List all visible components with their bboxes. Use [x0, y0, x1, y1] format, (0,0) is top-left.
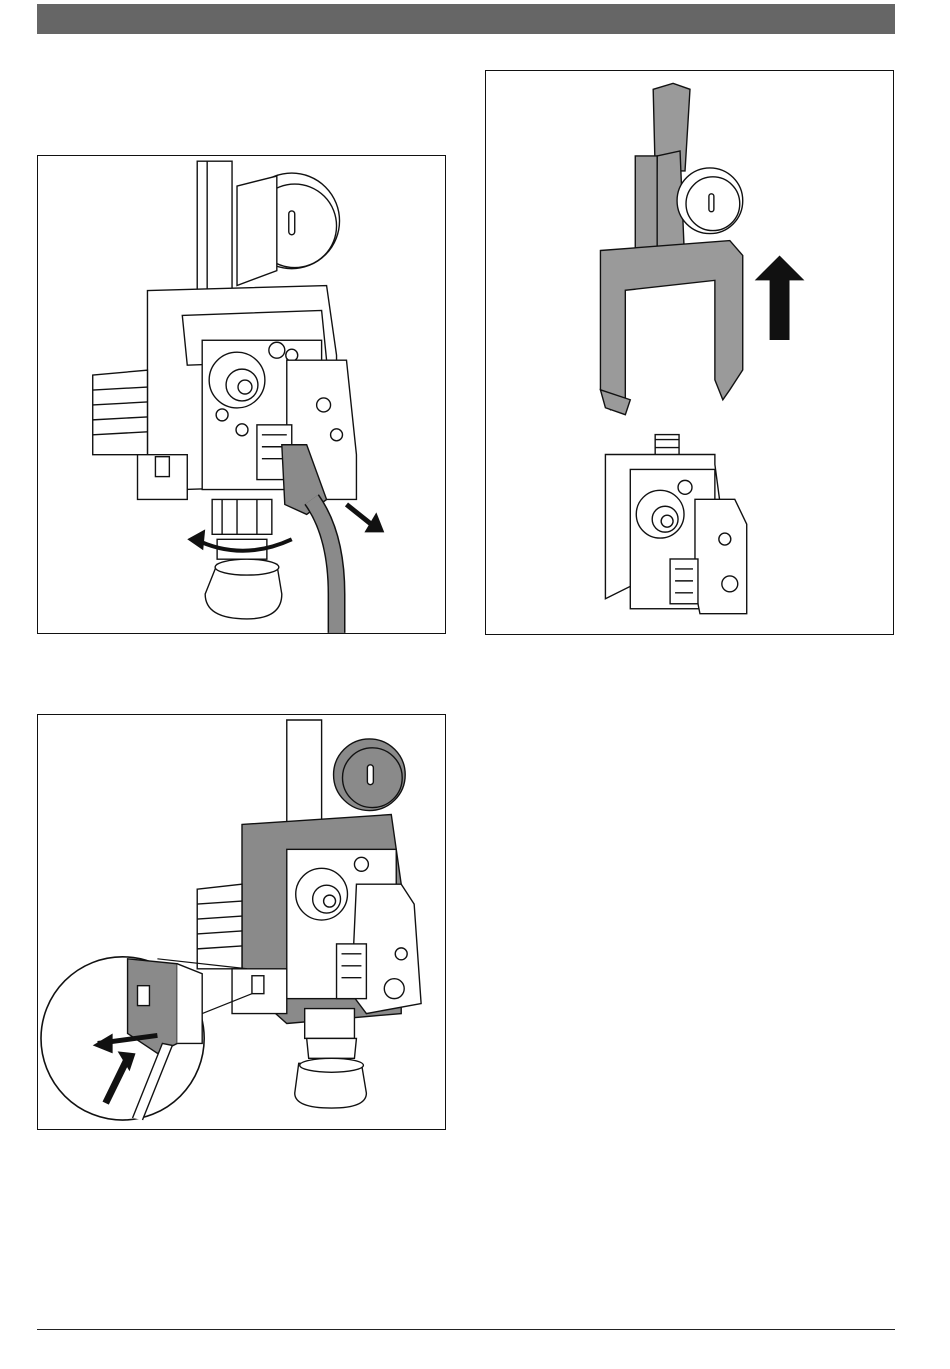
pull-arrow-icon [346, 504, 371, 524]
header-bar [37, 4, 895, 34]
valve-cover-icon [486, 71, 893, 634]
gas-valve-icon [605, 435, 746, 614]
footer-rule [37, 1329, 895, 1330]
gas-valve-icon [38, 715, 445, 1129]
up-arrow-icon [755, 255, 805, 340]
figure-release-clip [37, 714, 446, 1130]
gas-valve-icon [38, 156, 445, 633]
figure-unplug-cable [37, 155, 446, 634]
figure-remove-cover [485, 70, 894, 635]
